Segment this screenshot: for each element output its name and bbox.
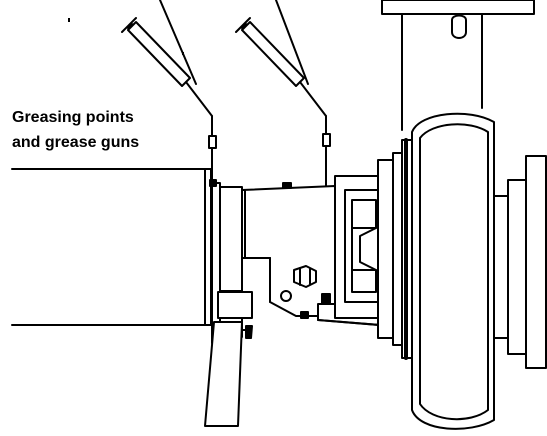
grease-gun-right-icon [235, 0, 331, 187]
grease-gun-left-icon [121, 0, 217, 187]
label-line-2: and grease guns [12, 134, 140, 151]
support-foot [204, 291, 253, 427]
greasing-points-label: Greasing points and grease guns [12, 105, 139, 155]
label-line-1: Greasing points [12, 109, 134, 126]
motor-housing [11, 168, 213, 326]
pump-casing [401, 112, 495, 430]
suction-nozzle [493, 155, 547, 369]
discharge-nozzle [381, 0, 535, 131]
oil-plug [280, 265, 331, 319]
seal-housing [334, 152, 403, 346]
